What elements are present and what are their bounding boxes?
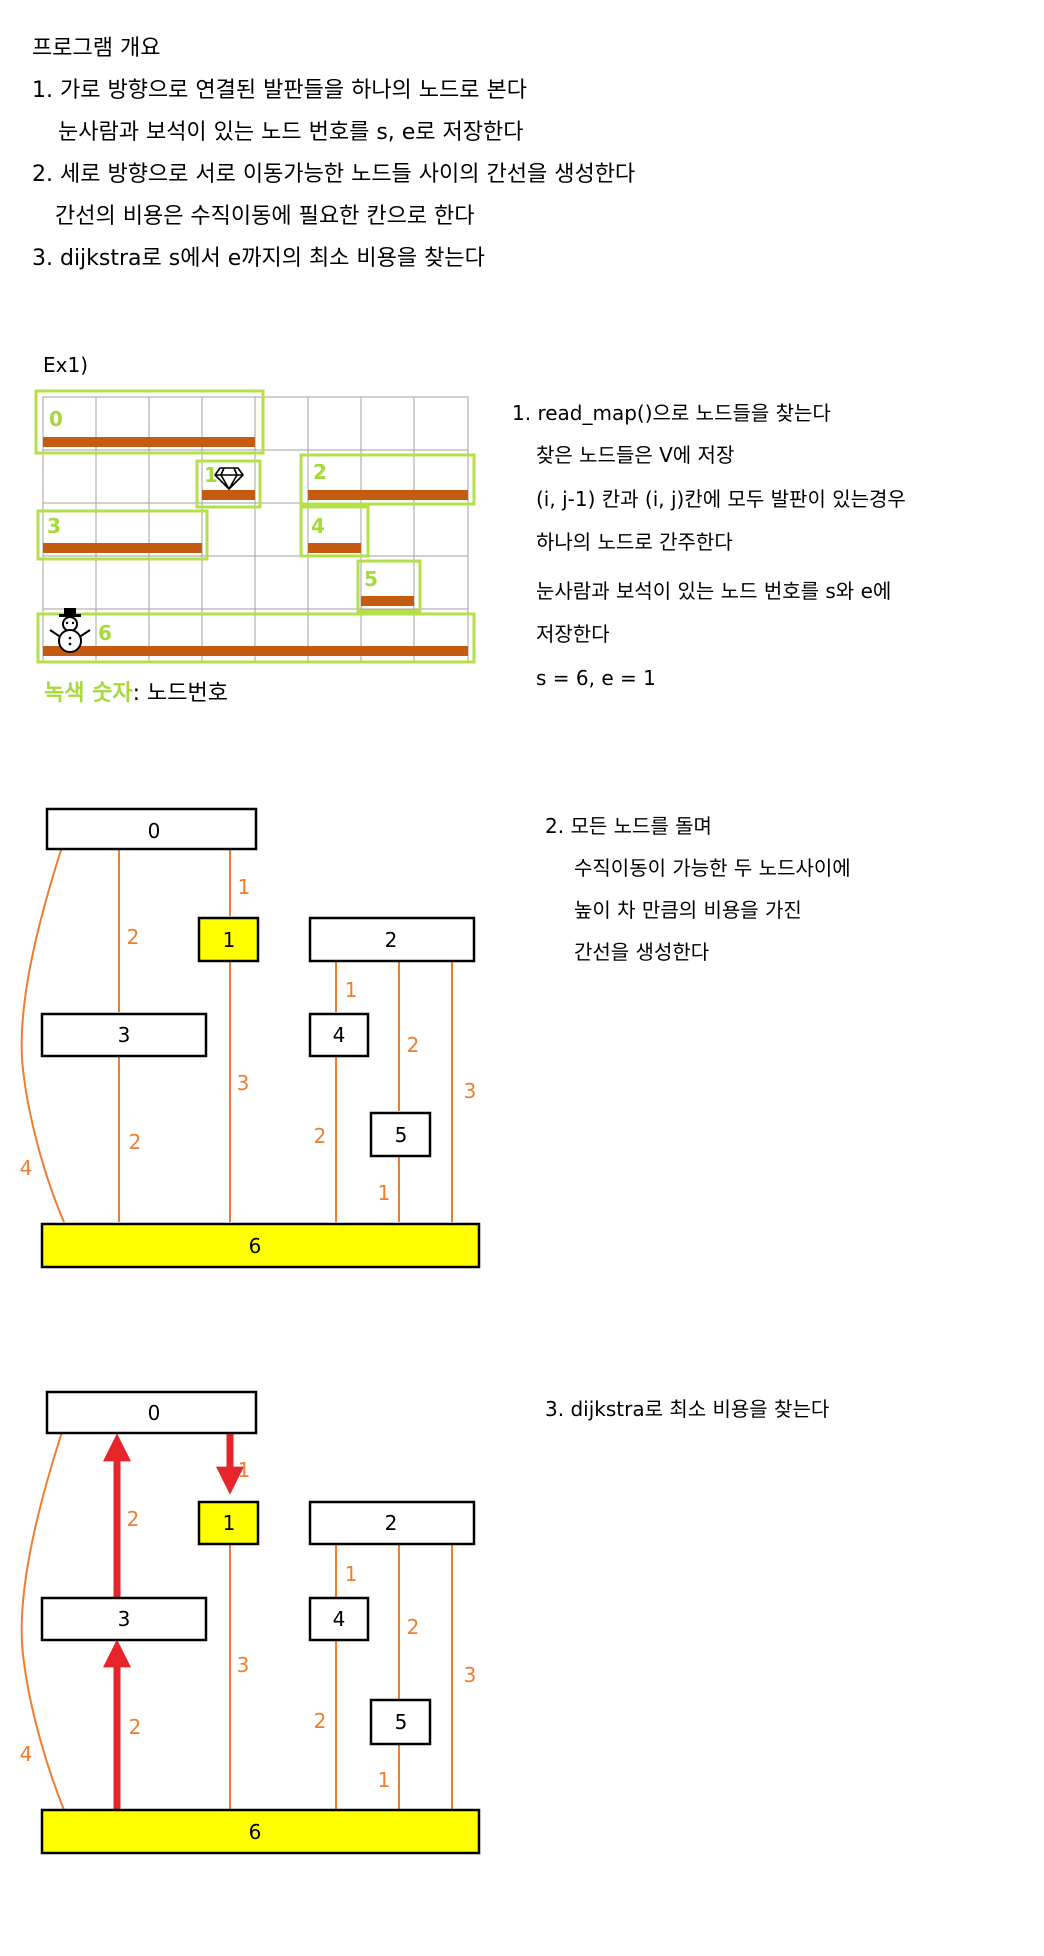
graph1-label-3: 3	[118, 1023, 131, 1047]
graph2-label-3: 3	[118, 1607, 131, 1631]
graph1-node-6	[40, 1222, 481, 1269]
graph2-label-1: 1	[223, 1511, 236, 1535]
graph1-label-5: 5	[395, 1123, 408, 1147]
graph1-edge-4-6: 2	[314, 1124, 327, 1148]
step2-line-2: 수직이동이 가능한 두 노드사이에	[574, 856, 851, 880]
graph1-label-2: 2	[385, 928, 398, 952]
graph2-edge-0-1: 1	[238, 1458, 251, 1482]
legend-green-text: 녹색 숫자	[44, 681, 133, 706]
map-num-6: 6	[98, 621, 112, 645]
graph2: 0 1 2 3 4 5 6 1 2 1 2 3 3 2 2 1 4	[20, 1390, 481, 1855]
graph2-label-5: 5	[395, 1710, 408, 1734]
step1-line-5: 눈사람과 보석이 있는 노드 번호를 s와 e에	[536, 579, 891, 603]
graph1-edge-2-5: 2	[407, 1033, 420, 1057]
graph1-edge-labels: 1 2 1 2 3 3 2 2 1 4	[20, 875, 477, 1205]
graph2-node-5	[369, 1698, 432, 1746]
graph2-edge-2-6: 3	[464, 1663, 477, 1687]
graph1: 0 1 2 3 4 5 6 1 2 1 2 3 3 2 2 1 4	[20, 807, 481, 1269]
graph1-label-1: 1	[223, 928, 236, 952]
graph1-edge-0-6: 4	[20, 1156, 33, 1180]
graph2-edge-0-6: 4	[20, 1742, 33, 1766]
map-node-numbers: 0 1 2 3 4 5 6	[47, 407, 378, 645]
graph2-edge-labels: 1 2 1 2 3 3 2 2 1 4	[20, 1458, 477, 1792]
graph2-label-6: 6	[249, 1820, 262, 1844]
graph2-edge-1-6: 3	[237, 1653, 250, 1677]
graph1-edge-0-3: 2	[127, 925, 140, 949]
legend: 녹색 숫자: 노드번호	[44, 681, 228, 706]
map-num-0: 0	[49, 407, 63, 431]
map-num-5: 5	[364, 567, 378, 591]
graph1-node-labels: 0 1 2 3 4 5 6	[118, 819, 408, 1258]
overview-line-1: 1. 가로 방향으로 연결된 발판들을 하나의 노드로 본다	[32, 78, 527, 103]
graph2-node-2	[308, 1500, 476, 1546]
overview-line-4: 간선의 비용은 수직이동에 필요한 칸으로 한다	[55, 204, 475, 229]
graph2-edge-2-4: 1	[345, 1562, 358, 1586]
graph1-label-6: 6	[249, 1234, 262, 1258]
overview-line-5: 3. dijkstra로 s에서 e까지의 최소 비용을 찾는다	[32, 246, 485, 271]
graph2-node-labels: 0 1 2 3 4 5 6	[118, 1401, 408, 1844]
legend-rest-text: : 노드번호	[133, 681, 228, 706]
graph2-edge-5-6: 1	[378, 1768, 391, 1792]
step2-line-3: 높이 차 만큼의 비용을 가진	[574, 898, 802, 922]
snowman-icon	[49, 608, 91, 653]
graph2-node-4	[308, 1596, 370, 1642]
graph1-edge-2-4: 1	[345, 978, 358, 1002]
graph2-edge-4-6: 2	[314, 1709, 327, 1733]
step1-line-7: s = 6, e = 1	[536, 666, 656, 690]
step1-line-6: 저장한다	[536, 622, 610, 646]
gem-icon	[214, 467, 244, 490]
overview-line-3: 2. 세로 방향으로 서로 이동가능한 노드들 사이의 간선을 생성한다	[32, 162, 635, 187]
step2-line-4: 간선을 생성한다	[574, 940, 709, 964]
graph2-node-0	[45, 1390, 258, 1435]
graph2-node-1	[197, 1500, 260, 1546]
graph1-node-5	[369, 1111, 432, 1158]
graph1-edge-0-1: 1	[238, 875, 251, 899]
overview-title: 프로그램 개요	[32, 36, 160, 61]
graph2-node-6	[40, 1808, 481, 1855]
graph1-edge-2-6: 3	[464, 1079, 477, 1103]
graph1-label-0: 0	[148, 819, 161, 843]
graph2-label-4: 4	[333, 1607, 346, 1631]
graph1-node-4	[308, 1012, 370, 1058]
graph2-label-0: 0	[148, 1401, 161, 1425]
graph2-label-2: 2	[385, 1511, 398, 1535]
graph1-node-3	[40, 1012, 208, 1058]
step1-line-3: (i, j-1) 칸과 (i, j)칸에 모두 발판이 있는경우	[536, 487, 906, 511]
graph2-shortest-path	[103, 1433, 244, 1810]
graph2-nodes	[40, 1390, 481, 1855]
graph2-edge-0-3: 2	[127, 1507, 140, 1531]
map-num-3: 3	[47, 514, 61, 538]
graph1-label-4: 4	[333, 1023, 346, 1047]
graph2-node-3	[40, 1596, 208, 1642]
example-label: Ex1)	[43, 353, 88, 377]
map-node-boxes	[34, 389, 476, 664]
map-num-4: 4	[311, 514, 325, 538]
step3-line: 3. dijkstra로 최소 비용을 찾는다	[545, 1397, 829, 1421]
graph2-edge-3-6: 2	[129, 1715, 142, 1739]
graph1-node-0	[45, 807, 258, 851]
graph1-node-2	[308, 916, 476, 963]
graph1-edge-5-6: 1	[378, 1181, 391, 1205]
graph1-edge-3-6: 2	[129, 1130, 142, 1154]
graph1-edges	[20, 846, 453, 1223]
graph2-edges	[20, 1431, 453, 1811]
step2-line-1: 2. 모든 노드를 돌며	[545, 814, 712, 838]
map-num-2: 2	[313, 460, 327, 484]
overview-line-2: 눈사람과 보석이 있는 노드 번호를 s, e로 저장한다	[58, 120, 524, 145]
step1-line-1: 1. read_map()으로 노드들을 찾는다	[512, 401, 831, 425]
graph2-edge-2-5: 2	[407, 1615, 420, 1639]
map-platforms	[43, 437, 468, 656]
graph1-node-1	[197, 916, 260, 963]
step1-line-2: 찾은 노드들은 V에 저장	[536, 443, 734, 467]
graph1-nodes	[40, 807, 481, 1269]
step1-line-4: 하나의 노드로 간주한다	[536, 530, 733, 554]
graph1-edge-1-6: 3	[237, 1071, 250, 1095]
map-num-1: 1	[204, 463, 218, 487]
